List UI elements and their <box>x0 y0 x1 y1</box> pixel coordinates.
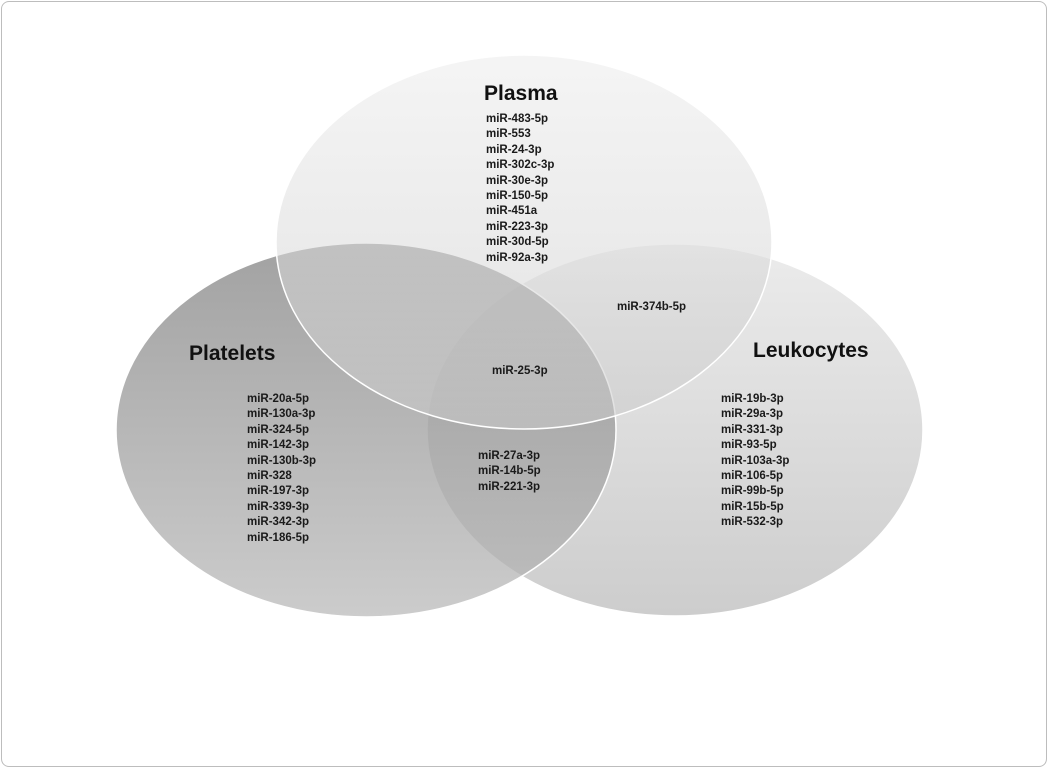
list-item: miR-331-3p <box>721 423 783 436</box>
list-item: miR-197-3p <box>247 485 309 498</box>
platelets-leukocytes-list: miR-27a-3p miR-14b-5p miR-221-3p <box>478 449 541 495</box>
list-item: miR-532-3p <box>721 516 783 529</box>
leukocytes-only-list: miR-19b-3p miR-29a-3p miR-331-3p miR-93-… <box>721 392 789 531</box>
list-item: miR-451a <box>486 205 538 218</box>
list-item: miR-30d-5p <box>486 236 549 249</box>
list-item: miR-186-5p <box>247 531 309 544</box>
list-item: miR-20a-5p <box>247 393 309 405</box>
list-item: miR-142-3p <box>247 439 309 452</box>
list-item: miR-302c-3p <box>486 159 555 172</box>
list-item: miR-103a-3p <box>721 454 790 467</box>
set-ellipse-plasma <box>275 54 773 430</box>
list-item: miR-14b-5p <box>478 465 541 478</box>
set-title-plasma: Plasma <box>484 82 558 105</box>
list-item: miR-19b-3p <box>721 393 784 405</box>
list-item: miR-342-3p <box>247 516 309 529</box>
list-item: miR-223-3p <box>486 220 548 233</box>
list-item: miR-27a-3p <box>478 450 540 462</box>
list-item: miR-15b-5p <box>721 500 784 513</box>
list-item: miR-29a-3p <box>721 408 783 421</box>
list-item: miR-30e-3p <box>486 174 548 187</box>
list-item: miR-221-3p <box>478 480 540 493</box>
set-title-platelets: Platelets <box>189 342 276 365</box>
list-item: miR-24-3p <box>486 143 542 156</box>
list-item: miR-483-5p <box>486 113 548 125</box>
list-item: miR-93-5p <box>721 439 777 452</box>
list-item: miR-150-5p <box>486 190 548 203</box>
list-item: miR-374b-5p <box>617 301 687 313</box>
set-title-leukocytes: Leukocytes <box>753 339 869 362</box>
list-item: miR-553 <box>486 128 531 141</box>
plasma-only-list: miR-483-5p miR-553 miR-24-3p miR-302c-3p… <box>486 112 554 266</box>
list-item: miR-99b-5p <box>721 485 784 498</box>
list-item: miR-92a-3p <box>486 251 548 264</box>
list-item: miR-324-5p <box>247 423 309 436</box>
list-item: miR-106-5p <box>721 470 783 483</box>
platelets-only-list: miR-20a-5p miR-130a-3p miR-324-5p miR-14… <box>247 392 316 546</box>
list-item: miR-130a-3p <box>247 408 316 421</box>
list-item: miR-25-3p <box>492 365 548 377</box>
list-item: miR-328 <box>247 470 292 483</box>
list-item: miR-339-3p <box>247 500 309 513</box>
plasma-leukocytes-list: miR-374b-5p <box>617 300 686 315</box>
all-three-list: miR-25-3p <box>492 364 548 379</box>
list-item: miR-130b-3p <box>247 454 317 467</box>
